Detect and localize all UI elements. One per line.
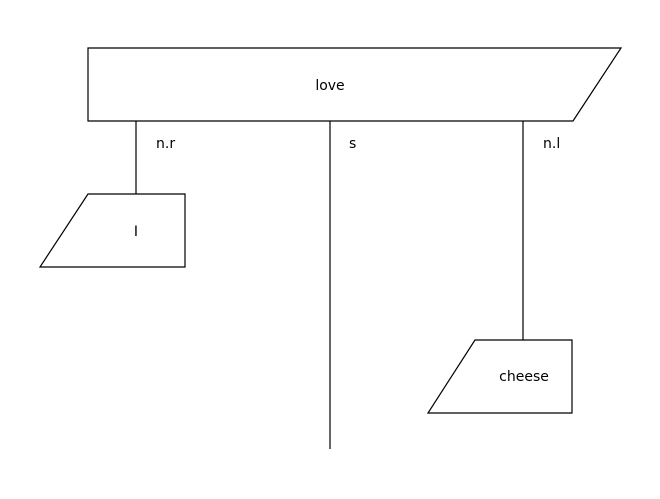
wire-middle-label: s (349, 136, 356, 152)
wire-left-label: n.r (156, 136, 175, 152)
i-box (38, 193, 186, 268)
love-box (87, 47, 623, 122)
wire-right-label: n.l (543, 136, 560, 152)
cheese-box-label: cheese (499, 369, 549, 385)
love-box-label: love (315, 78, 344, 94)
i-box-label: I (134, 224, 138, 240)
cheese-box (426, 339, 573, 414)
